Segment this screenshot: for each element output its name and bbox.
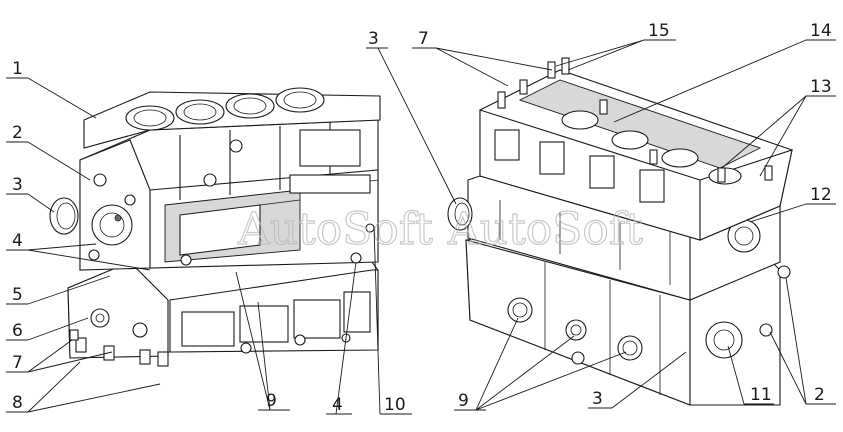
callout-label: 2: [814, 385, 825, 405]
callout-labels: 1 2 3 4 5 6 7 8 9 4 10 3 7 15 14 13 12 2…: [12, 21, 832, 415]
left-engine-block: [49, 87, 381, 367]
cam-seal-ring: [447, 197, 473, 231]
callout-label: 2: [12, 123, 23, 143]
callout-label: 14: [810, 21, 832, 41]
callout-label: 10: [384, 395, 406, 415]
callout-label: 3: [12, 175, 23, 195]
callout-label: 12: [810, 185, 832, 205]
left-leader-lines: [6, 77, 412, 415]
callout-label: 11: [750, 385, 772, 405]
right-engine-block: [447, 57, 793, 406]
watermark-text: AutoSoft: [237, 204, 433, 255]
callout-label: 3: [592, 389, 603, 409]
callout-label: 4: [332, 395, 343, 415]
callout-label: 15: [648, 21, 670, 41]
callout-label: 3: [368, 29, 379, 49]
callout-label: 13: [810, 77, 832, 97]
callout-label: 7: [418, 29, 429, 49]
callout-label: 4: [12, 231, 23, 251]
callout-label: 7: [12, 353, 23, 373]
callout-label: 9: [266, 391, 277, 411]
callout-label: 1: [12, 59, 23, 79]
front-seal-ring: [49, 197, 79, 235]
callout-label: 5: [12, 285, 23, 305]
callout-label: 6: [12, 321, 23, 341]
callout-label: 8: [12, 393, 23, 413]
callout-label: 9: [458, 391, 469, 411]
watermark-text-right: AutoSoft: [447, 204, 643, 255]
right-leader-lines: [366, 39, 836, 411]
